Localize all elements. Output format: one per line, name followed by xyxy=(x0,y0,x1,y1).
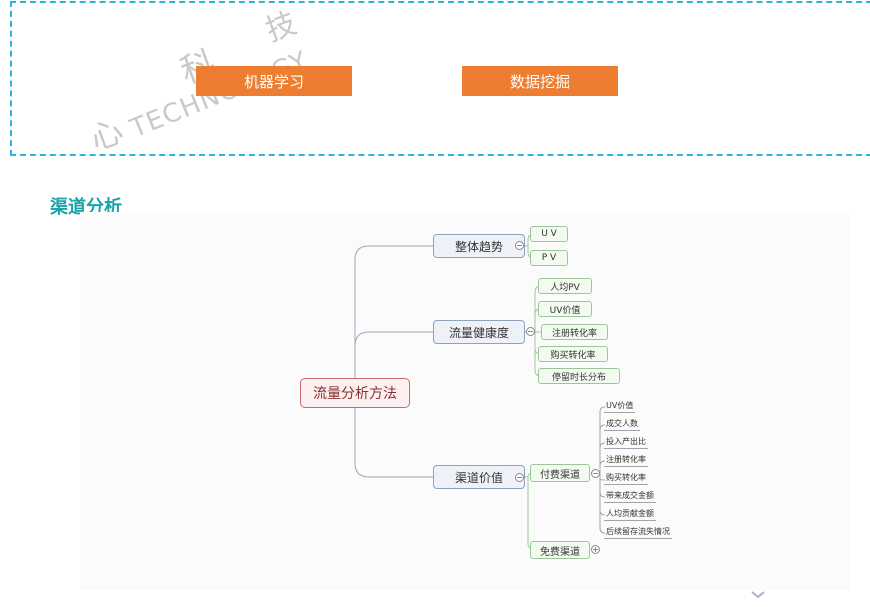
leaf-paid-buyers[interactable]: 成交人数 xyxy=(604,417,640,431)
branch-overall-trend[interactable]: 整体趋势 xyxy=(433,234,525,258)
leaf-paid-per-capita[interactable]: 人均贡献金额 xyxy=(604,507,656,521)
tag-data-mining: 数据挖掘 xyxy=(462,66,618,96)
collapse-toggle-icon[interactable]: − xyxy=(515,473,524,482)
leaf-paid-uv-value[interactable]: UV价值 xyxy=(604,399,636,413)
leaf-dwell-time[interactable]: 停留时长分布 xyxy=(538,368,620,384)
leaf-pv[interactable]: P V xyxy=(530,250,568,266)
leaf-paid-retention[interactable]: 后续留存流失情况 xyxy=(604,525,672,539)
leaf-paid-purchase-conversion[interactable]: 购买转化率 xyxy=(604,471,648,485)
leaf-register-conversion[interactable]: 注册转化率 xyxy=(541,324,608,340)
mindmap-canvas xyxy=(80,212,850,590)
mindmap-root-node[interactable]: 流量分析方法 xyxy=(300,378,410,408)
collapse-toggle-icon[interactable]: − xyxy=(515,241,524,250)
leaf-uv[interactable]: U V xyxy=(530,226,568,242)
chevron-down-icon[interactable] xyxy=(750,590,766,600)
collapse-toggle-icon[interactable]: − xyxy=(526,327,535,336)
leaf-uv-value[interactable]: UV价值 xyxy=(538,301,592,317)
expand-toggle-icon[interactable]: + xyxy=(591,545,600,554)
leaf-paid-roi[interactable]: 投入产出比 xyxy=(604,435,648,449)
collapse-toggle-icon[interactable]: − xyxy=(591,469,600,478)
branch-channel-value[interactable]: 渠道价值 xyxy=(433,465,525,489)
leaf-purchase-conversion[interactable]: 购买转化率 xyxy=(538,346,608,362)
top-dashed-frame xyxy=(10,1,870,156)
branch-traffic-health[interactable]: 流量健康度 xyxy=(433,320,525,344)
leaf-paid-register-conversion[interactable]: 注册转化率 xyxy=(604,453,648,467)
leaf-avg-pv[interactable]: 人均PV xyxy=(538,278,592,294)
leaf-paid-gmv[interactable]: 带来成交金额 xyxy=(604,489,656,503)
tag-machine-learning: 机器学习 xyxy=(196,66,352,96)
node-free-channel[interactable]: 免费渠道 xyxy=(530,541,590,559)
node-paid-channel[interactable]: 付费渠道 xyxy=(530,464,590,482)
